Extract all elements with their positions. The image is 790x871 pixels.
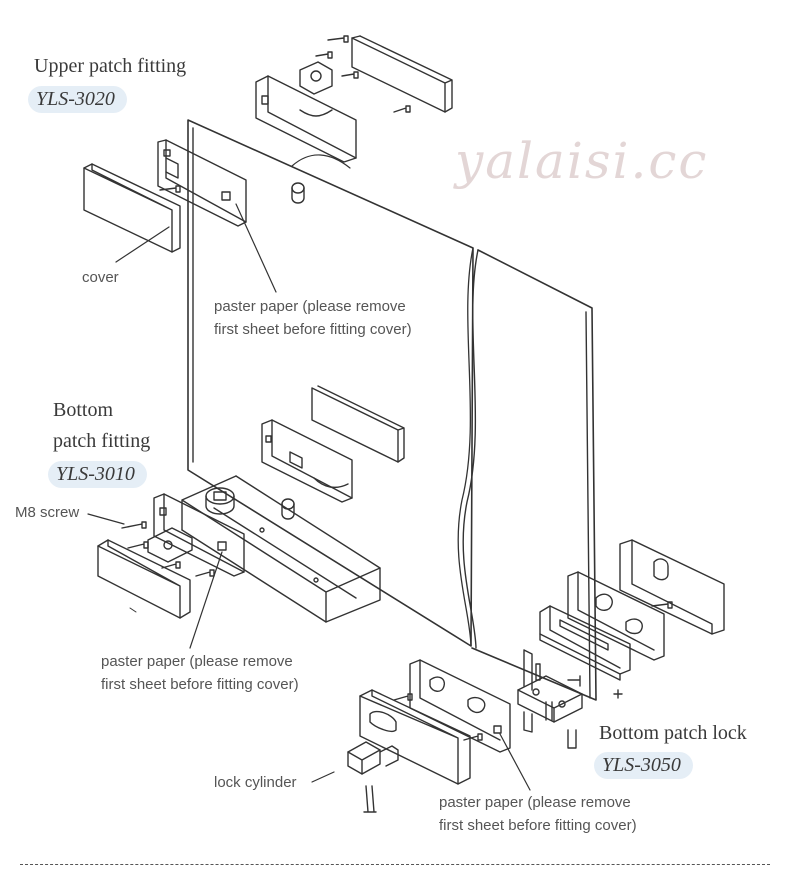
upper-cover (83, 163, 181, 253)
bottom-dashed-divider (20, 864, 770, 865)
upper-screws (159, 35, 411, 193)
lock-far-plate (567, 571, 673, 661)
bottom-fitting-title-line1: Bottom (53, 399, 114, 421)
paster-paper-bottom-label-line2: first sheet before fitting cover) (101, 676, 299, 693)
upper-fitting-title: Upper patch fitting (34, 55, 187, 77)
leader-lines (87, 203, 531, 791)
glass-door-right (462, 249, 597, 701)
lock-cylinder-part (347, 741, 399, 813)
glass-door-left (187, 119, 474, 647)
watermark: yalaisi.cc (455, 132, 709, 190)
upper-fitting-model-badge: YLS-3020 (28, 86, 127, 113)
lock-near-plate (393, 659, 511, 753)
lock-far-cover (619, 539, 725, 635)
bottom-lock-title: Bottom patch lock (599, 722, 747, 744)
upper-side-plate (157, 139, 247, 227)
lock-cylinder-label: lock cylinder (214, 774, 297, 791)
paster-paper-upper-label-line1: paster paper (please remove (214, 298, 406, 315)
mid-body-plate (261, 419, 353, 503)
m8-screw-label: M8 screw (15, 504, 80, 521)
mid-cover-plate (311, 385, 405, 463)
bottom-lock-model-badge: YLS-3050 (594, 752, 693, 779)
bottom-base-box (181, 475, 381, 623)
lock-strike-box (539, 605, 631, 681)
paster-paper-bottom-label-line1: paster paper (please remove (101, 653, 293, 670)
bottom-floor-tick (129, 607, 137, 613)
bottom-spindle (205, 487, 235, 515)
bottom-cover (97, 539, 191, 619)
upper-glass-spacer (291, 182, 305, 204)
bottom-fitting-title-line2: patch fitting (53, 430, 151, 452)
top-glass-notch (291, 154, 351, 169)
lock-near-cover (359, 689, 471, 785)
bottom-fitting-model-badge: YLS-3010 (48, 461, 147, 488)
paster-paper-lock-label-line1: paster paper (please remove (439, 794, 631, 811)
lock-floor-plate (517, 649, 583, 723)
paster-paper-upper-label-line2: first sheet before fitting cover) (214, 321, 412, 338)
bottom-side-plate (147, 493, 245, 577)
bottom-glass-spacer (281, 498, 295, 520)
cover-label: cover (82, 269, 119, 286)
upper-top-body (255, 61, 357, 163)
lock-pins (523, 663, 623, 749)
upper-top-cover-plate (351, 35, 453, 113)
paster-paper-lock-label-line2: first sheet before fitting cover) (439, 817, 637, 834)
